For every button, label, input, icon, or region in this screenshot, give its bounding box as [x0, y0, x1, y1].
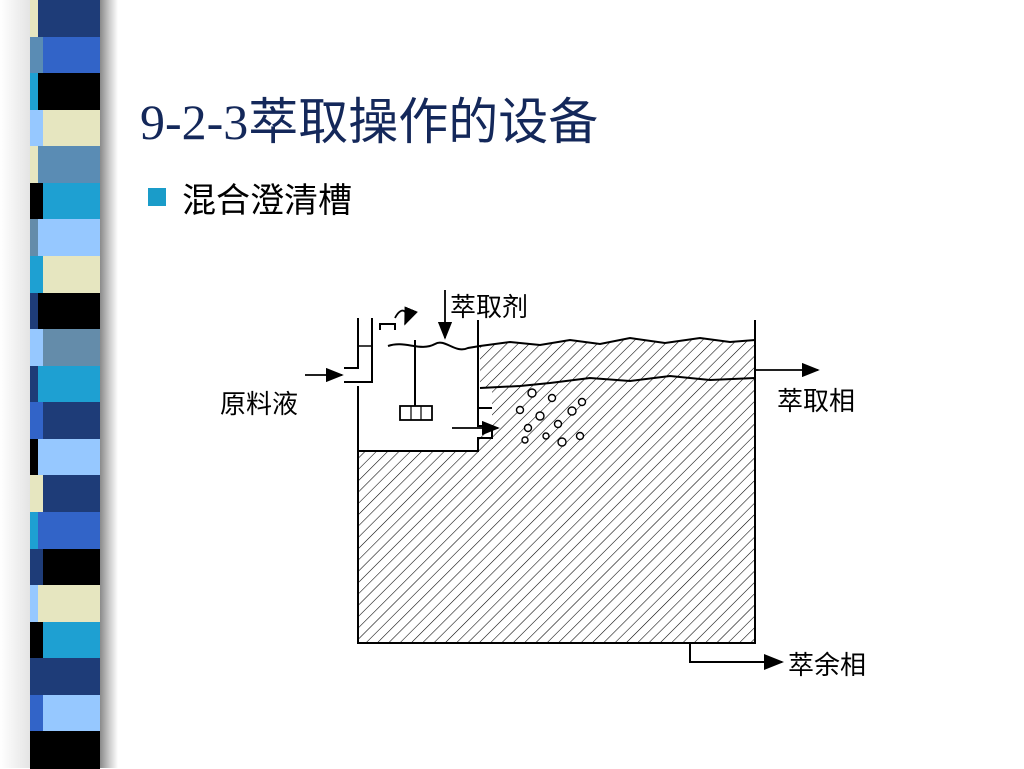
stripe-segment [30, 512, 39, 550]
stripe-segment [38, 292, 100, 331]
stripe-segment [42, 621, 100, 660]
stripe-segment [42, 182, 100, 221]
stripe-band [30, 182, 100, 221]
stripe-band [30, 0, 100, 38]
solvent-label: 萃取剂 [450, 293, 528, 323]
stripe-segment [30, 365, 39, 404]
stripe-segment [30, 585, 39, 623]
stripe-segment [38, 731, 100, 769]
stripe-segment [38, 585, 100, 623]
stripe-segment [30, 73, 39, 111]
stripe-band [30, 365, 100, 404]
stripe-band [30, 402, 100, 440]
mixer-settler-diagram: 萃取剂 原料液 萃取相 萃余相 [220, 290, 866, 681]
stripe-segment [30, 219, 39, 257]
stripe-segment [30, 0, 39, 38]
stripe-segment [42, 36, 100, 75]
stripe-segment [30, 402, 43, 440]
stripe-segment [30, 731, 39, 769]
stripe-band [30, 109, 100, 148]
stripe-band [30, 292, 100, 331]
stripe-segment [30, 329, 43, 367]
stripe-segment [42, 694, 100, 733]
phase-interface-line [479, 374, 756, 389]
slide-title: 9-2-3萃取操作的设备 [140, 94, 599, 150]
impeller-icon [399, 405, 433, 421]
stripe-band [30, 256, 100, 294]
stripe-segment [38, 73, 100, 111]
extract-label: 萃取相 [777, 387, 855, 417]
stripe-segment [38, 512, 100, 550]
stripe-band [30, 438, 100, 477]
stripe-band [30, 621, 100, 660]
stripe-band [30, 36, 100, 75]
tank-outer-wall [357, 320, 756, 644]
decorative-stripe-bar [30, 0, 100, 769]
stripe-band [30, 731, 100, 769]
stripe-segment [42, 109, 100, 148]
bullet-item: 混合澄清槽 [148, 175, 352, 221]
stripe-band [30, 329, 100, 367]
bullet-text: 混合澄清槽 [182, 180, 352, 221]
liquid-surface-line [387, 336, 756, 351]
stripe-segment [42, 402, 100, 440]
feed-inlet-pipe-inner [344, 318, 373, 383]
stripe-segment [42, 548, 100, 587]
stripe-band [30, 146, 100, 184]
stripe-segment [30, 621, 43, 660]
stripe-segment [30, 292, 39, 331]
feed-inlet-pipe [344, 318, 359, 369]
stripe-segment [38, 658, 100, 696]
solvent-inlet-pipe [379, 323, 396, 330]
stripe-segment [30, 109, 43, 148]
stripe-segment [30, 36, 43, 75]
stripe-band [30, 585, 100, 623]
stripe-band [30, 219, 100, 257]
stripe-segment [30, 548, 43, 587]
stripe-segment [30, 182, 43, 221]
recirculation-arrow [394, 306, 418, 326]
stripe-segment [30, 475, 43, 513]
stripe-segment [30, 438, 39, 477]
raffinate-phase-region [358, 376, 755, 643]
stripe-segment [38, 146, 100, 184]
stripe-band [30, 512, 100, 550]
mixer-partition [358, 320, 493, 452]
stripe-band [30, 658, 100, 696]
stripe-segment [38, 219, 100, 257]
stripe-segment [30, 658, 39, 696]
stripe-band [30, 475, 100, 513]
stripe-segment [42, 256, 100, 294]
dispersed-droplets [515, 388, 587, 447]
stripe-band [30, 694, 100, 733]
raffinate-label: 萃余相 [788, 651, 866, 681]
stripe-segment [30, 694, 43, 733]
stripe-segment [38, 0, 100, 38]
stripe-segment [30, 256, 43, 294]
stripe-band [30, 548, 100, 587]
stripe-segment [42, 329, 100, 367]
raffinate-outlet-pipe [689, 643, 784, 670]
stripe-segment [38, 365, 100, 404]
extract-phase-region [480, 338, 755, 388]
stripe-segment [38, 438, 100, 477]
stripe-segment [42, 475, 100, 513]
stripe-segment [30, 146, 39, 184]
square-bullet-icon [148, 188, 166, 206]
stripe-band [30, 73, 100, 111]
feed-label: 原料液 [220, 390, 298, 420]
